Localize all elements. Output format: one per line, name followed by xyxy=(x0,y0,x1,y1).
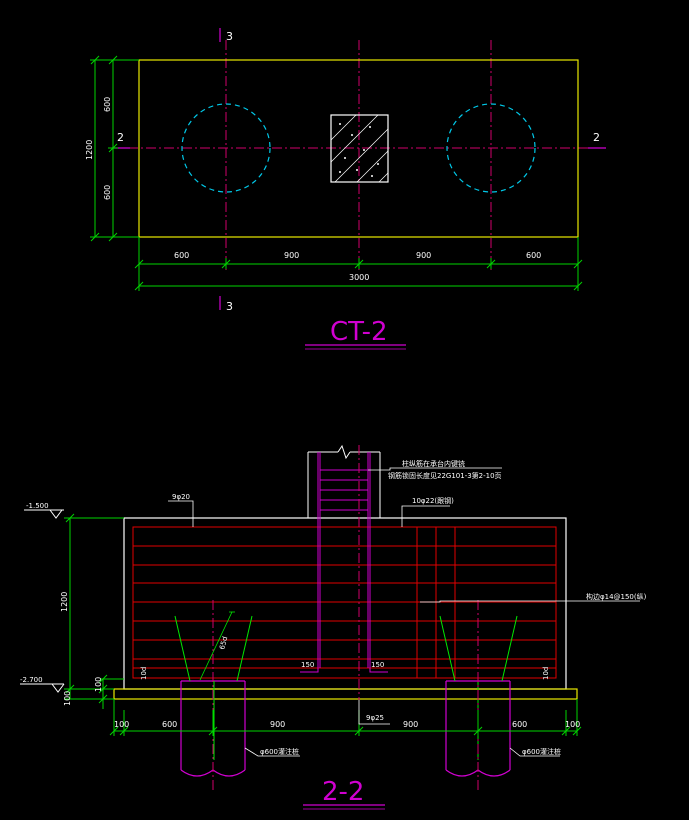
pile-cap-outline xyxy=(138,59,579,238)
hook-left-label: 10d xyxy=(140,667,148,680)
section-mark-right: 2 xyxy=(593,131,600,144)
section-elevation-marks xyxy=(20,509,65,693)
hook-right-label: 10d xyxy=(542,667,550,680)
pile-right-label: φ600灌注桩 xyxy=(522,747,561,756)
section-column xyxy=(300,444,388,700)
dim-height-top: 600 xyxy=(103,97,112,112)
dim-bottom-total: 3000 xyxy=(349,273,369,282)
section-dim-b-1: 100 xyxy=(114,720,129,729)
section-title: 2-2 xyxy=(322,777,364,807)
plan-centerlines xyxy=(110,40,606,270)
section-piles xyxy=(174,600,518,790)
dim-bottom-1: 600 xyxy=(174,251,189,260)
section-leaders xyxy=(168,467,640,757)
section-base-layer xyxy=(113,688,578,700)
section-dim-left xyxy=(64,513,124,709)
anchor-length-label: 65d xyxy=(218,636,229,651)
column-dim-150-left: 150 xyxy=(301,661,314,669)
plan-dim-left xyxy=(90,55,139,242)
section-dim-b-4: 900 xyxy=(403,720,418,729)
section-dim-b-2: 600 xyxy=(162,720,177,729)
pile-right-circle xyxy=(446,103,536,193)
section-view: 1200 100 100 -1.500 -2.700 xyxy=(20,444,647,810)
plan-dim-bottom xyxy=(134,237,583,291)
section-dim-base: 100 xyxy=(63,691,72,706)
dim-bottom-4: 600 xyxy=(526,251,541,260)
dim-height-total: 1200 xyxy=(85,140,94,160)
side-bar-label: 构边φ14@150(纵) xyxy=(586,592,647,601)
plan-view: 3 3 2 2 1200 600 600 xyxy=(85,28,606,350)
section-mark-bottom: 3 xyxy=(226,300,233,313)
column-note-1: 柱纵筋在承台内键铳 xyxy=(402,459,465,468)
elevation-bottom: -2.700 xyxy=(20,676,43,684)
section-dim-b-6: 100 xyxy=(565,720,580,729)
section-mark-top: 3 xyxy=(226,30,233,43)
dim-height-bottom: 600 xyxy=(103,185,112,200)
bottom-bar-label: 9φ25 xyxy=(366,714,384,722)
dim-bottom-2: 900 xyxy=(284,251,299,260)
top-bar-label: 9φ20 xyxy=(172,493,190,501)
section-dim-b-5: 600 xyxy=(512,720,527,729)
column-bar-label: 10φ22(跟钢) xyxy=(412,496,454,505)
elevation-top: -1.500 xyxy=(26,502,49,510)
pile-left-circle xyxy=(181,103,271,193)
column-note-2: 钢筋锁固长度见22G101-3第2-10页 xyxy=(388,471,502,480)
pile-left-label: φ600灌注桩 xyxy=(260,747,299,756)
column-dim-150-right: 150 xyxy=(371,661,384,669)
section-horizontal-rebars xyxy=(132,526,557,679)
column-hatched xyxy=(330,114,389,183)
section-dim-cover: 100 xyxy=(94,677,103,692)
section-dim-height: 1200 xyxy=(60,592,69,612)
plan-title: CT-2 xyxy=(330,317,388,347)
dim-bottom-3: 900 xyxy=(416,251,431,260)
section-mark-left: 2 xyxy=(117,131,124,144)
section-dim-b-3: 900 xyxy=(270,720,285,729)
